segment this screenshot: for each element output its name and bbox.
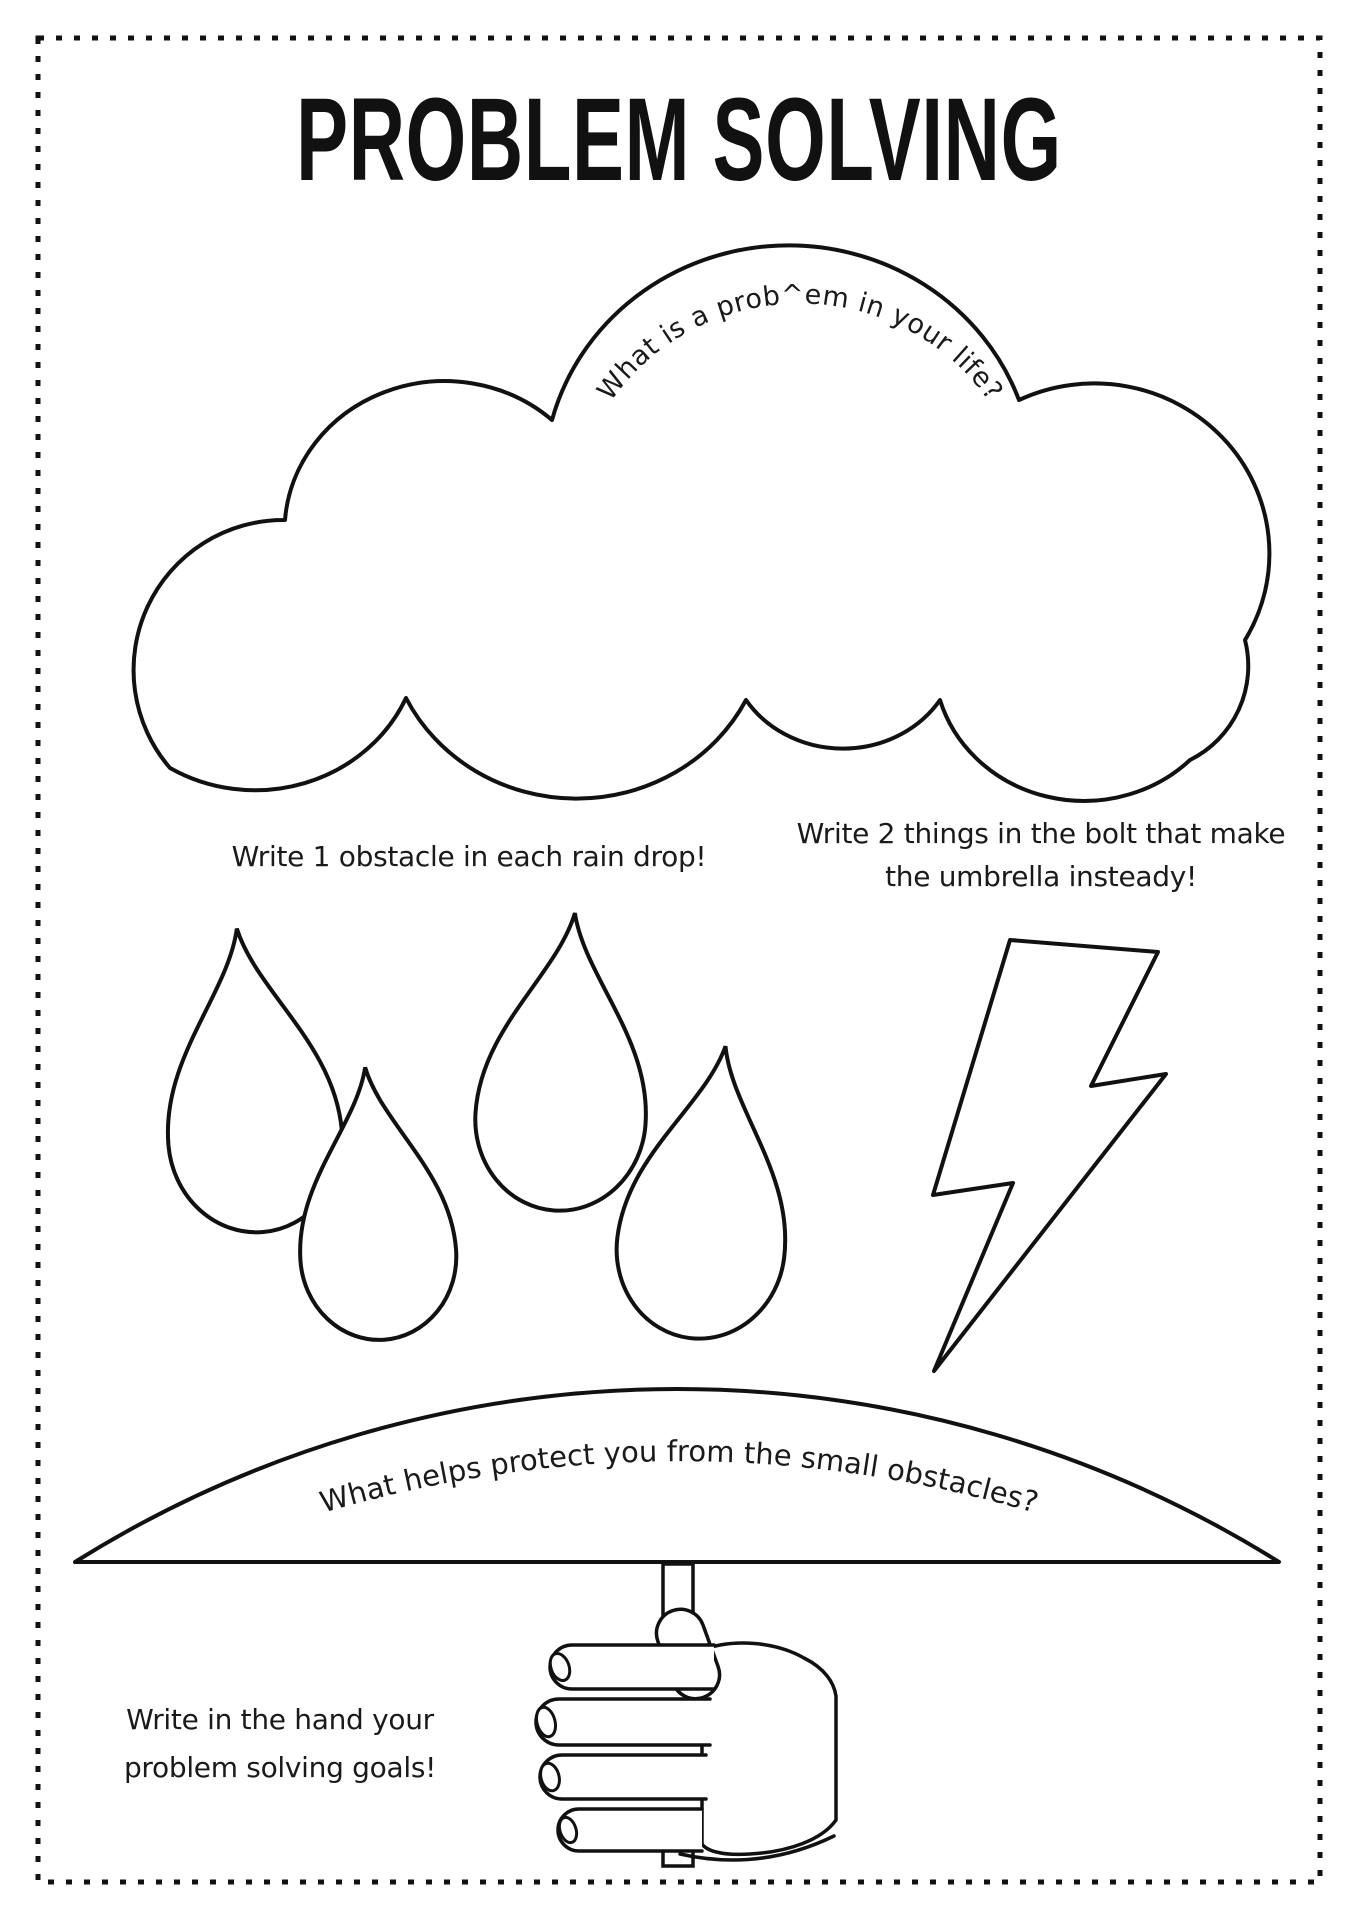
bolt-instruction-line2: the umbrella insteady! (885, 860, 1197, 894)
hand-instruction: Write in the hand your problem solving g… (60, 1696, 500, 1791)
hand-heel-line (678, 1834, 836, 1862)
umbrella-canopy[interactable] (73, 1387, 1281, 1564)
cloud-shape[interactable] (131, 243, 1272, 803)
fingernail-icon (539, 1761, 561, 1793)
hand-finger-3 (538, 1753, 708, 1801)
hand-instruction-line1: Write in the hand your (126, 1703, 434, 1736)
hand-finger-4 (556, 1807, 704, 1853)
rain-instruction: Write 1 obstacle in each rain drop! (231, 840, 707, 873)
lightning-bolt-shape[interactable] (931, 938, 1168, 1373)
hand-finger-1 (548, 1643, 716, 1691)
bolt-instruction-line1: Write 2 things in the bolt that make (796, 817, 1286, 850)
fingernail-icon (548, 1651, 572, 1683)
page-border (35, 35, 1323, 1885)
hand-palm (700, 1641, 838, 1857)
raindrop-3[interactable] (469, 907, 660, 1216)
hand-finger-2 (534, 1697, 712, 1747)
fingernail-icon (534, 1705, 558, 1739)
bolt-instruction: Write 2 things in the bolt that make the… (771, 812, 1311, 899)
hand-instruction-line2: problem solving goals! (123, 1750, 437, 1784)
fingernail-icon (557, 1815, 579, 1845)
hand-illustration[interactable] (533, 1603, 838, 1862)
page-title: PROBLEM SOLVING (296, 74, 1062, 206)
